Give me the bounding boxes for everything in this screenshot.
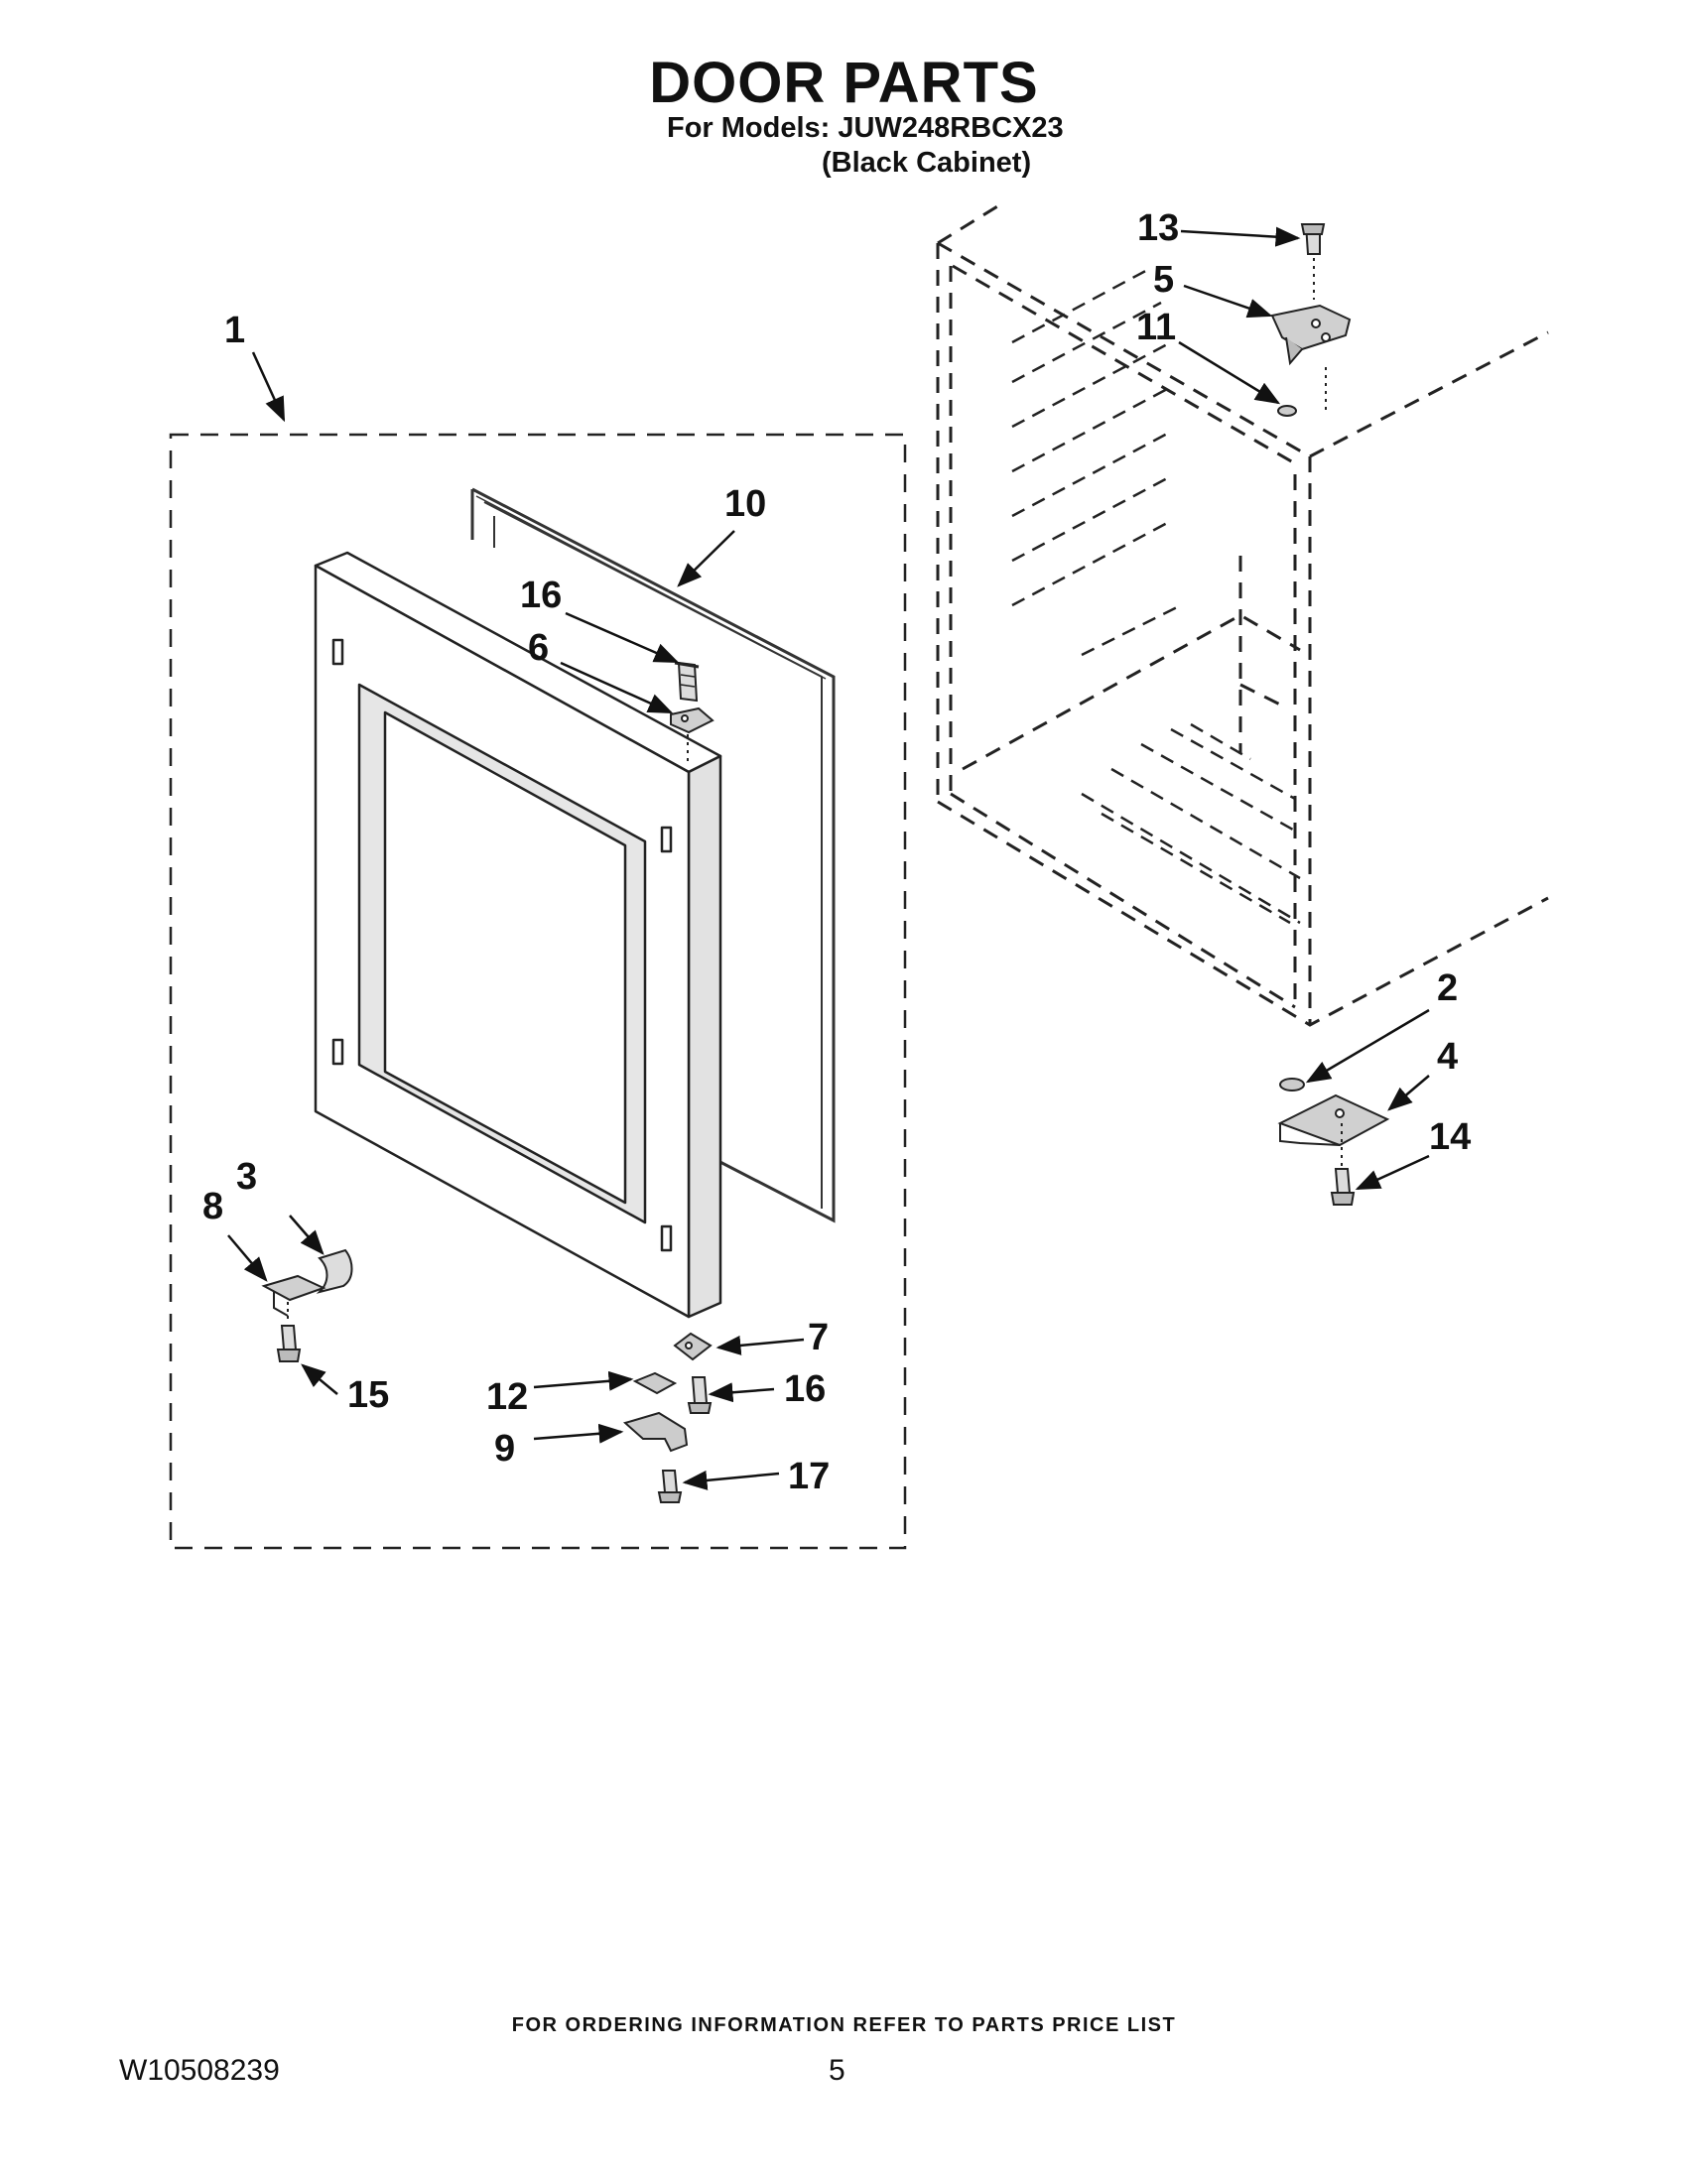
door-frame — [314, 551, 722, 1319]
callout-13: 13 — [1137, 207, 1179, 249]
callout-12: 12 — [486, 1376, 528, 1418]
page-number: 5 — [829, 2054, 845, 2087]
callout-8: 8 — [202, 1186, 223, 1227]
callout-16-upper: 16 — [520, 575, 562, 616]
callout-6: 6 — [528, 627, 549, 669]
ordering-note: FOR ORDERING INFORMATION REFER TO PARTS … — [511, 2014, 1177, 2036]
callout-9: 9 — [494, 1428, 515, 1470]
callout-17: 17 — [788, 1456, 830, 1497]
callout-10: 10 — [724, 483, 766, 525]
callout-11: 11 — [1136, 307, 1176, 348]
upper-cabinet-hinge — [1270, 223, 1352, 417]
callout-16-lower: 16 — [784, 1368, 826, 1410]
leader-lines — [227, 226, 1430, 1490]
cabinet-shelf-slats — [1011, 266, 1301, 925]
callout-5: 5 — [1153, 259, 1174, 301]
door-stop-parts — [261, 1248, 353, 1362]
callout-3: 3 — [236, 1156, 257, 1198]
callout-4: 4 — [1437, 1036, 1458, 1078]
door-assembly-boundary — [169, 433, 907, 1550]
upper-door-hinge — [670, 661, 714, 766]
callout-1: 1 — [224, 310, 245, 351]
cabinet-outline — [936, 201, 1549, 1027]
callout-7: 7 — [808, 1317, 829, 1358]
callout-2: 2 — [1437, 967, 1458, 1009]
document-number: W10508239 — [119, 2054, 280, 2087]
callout-15: 15 — [347, 1374, 389, 1416]
callout-14: 14 — [1429, 1116, 1471, 1158]
cabinet-line: (Black Cabinet) — [822, 147, 1032, 179]
page-title: DOOR PARTS — [649, 51, 1039, 115]
models-line: For Models: JUW248RBCX23 — [667, 112, 1064, 144]
lower-cabinet-hinge — [1277, 1078, 1390, 1206]
lower-door-hinge — [622, 1332, 713, 1503]
